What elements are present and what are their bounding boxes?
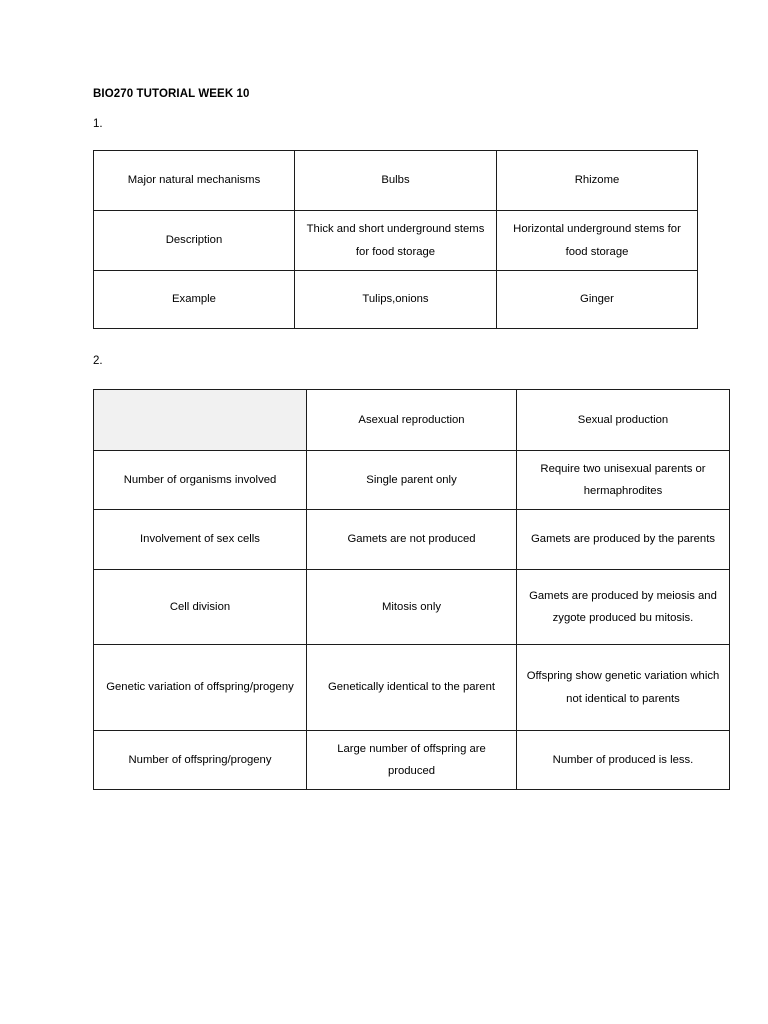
table-row: Example Tulips,onions Ginger	[93, 270, 698, 329]
table-cell: Thick and short underground stems for fo…	[294, 210, 497, 271]
table-cell: Horizontal underground stems for food st…	[496, 210, 698, 271]
table-cell: Rhizome	[496, 150, 698, 211]
table-row: Number of organisms involved Single pare…	[93, 450, 730, 510]
table-cell: Single parent only	[306, 450, 517, 510]
table-header-cell: Sexual production	[516, 389, 730, 451]
question-1-label: 1.	[93, 118, 103, 130]
table-cell: Require two unisexual parents or hermaph…	[516, 450, 730, 510]
table-cell: Gamets are produced by the parents	[516, 509, 730, 570]
table-cell: Number of organisms involved	[93, 450, 307, 510]
table-row: Description Thick and short underground …	[93, 210, 698, 271]
table-cell: Major natural mechanisms	[93, 150, 295, 211]
table-cell: Ginger	[496, 270, 698, 329]
vegetative-propagation-table: Major natural mechanisms Bulbs Rhizome D…	[93, 150, 698, 329]
asexual-vs-sexual-reproduction-table: Asexual reproduction Sexual production N…	[93, 389, 730, 790]
table-row: Involvement of sex cells Gamets are not …	[93, 509, 730, 570]
page-title: BIO270 TUTORIAL WEEK 10	[93, 88, 250, 100]
table-row: Major natural mechanisms Bulbs Rhizome	[93, 150, 698, 211]
table-row: Asexual reproduction Sexual production	[93, 389, 730, 451]
table-cell: Number of produced is less.	[516, 730, 730, 790]
table-header-cell: Asexual reproduction	[306, 389, 517, 451]
table-row: Cell division Mitosis only Gamets are pr…	[93, 569, 730, 645]
table-row: Number of offspring/progeny Large number…	[93, 730, 730, 790]
table-cell: Tulips,onions	[294, 270, 497, 329]
table-cell: Genetically identical to the parent	[306, 644, 517, 731]
table-cell: Mitosis only	[306, 569, 517, 645]
table-cell: Cell division	[93, 569, 307, 645]
table-cell: Gamets are not produced	[306, 509, 517, 570]
table-cell: Gamets are produced by meiosis and zygot…	[516, 569, 730, 645]
table-cell: Example	[93, 270, 295, 329]
table-cell-empty	[93, 389, 307, 451]
table-cell: Description	[93, 210, 295, 271]
table-cell: Bulbs	[294, 150, 497, 211]
table-row: Genetic variation of offspring/progeny G…	[93, 644, 730, 731]
table-cell: Genetic variation of offspring/progeny	[93, 644, 307, 731]
question-2-label: 2.	[93, 355, 103, 367]
table-cell: Offspring show genetic variation which n…	[516, 644, 730, 731]
table-cell: Involvement of sex cells	[93, 509, 307, 570]
table-cell: Number of offspring/progeny	[93, 730, 307, 790]
table-cell: Large number of offspring are produced	[306, 730, 517, 790]
